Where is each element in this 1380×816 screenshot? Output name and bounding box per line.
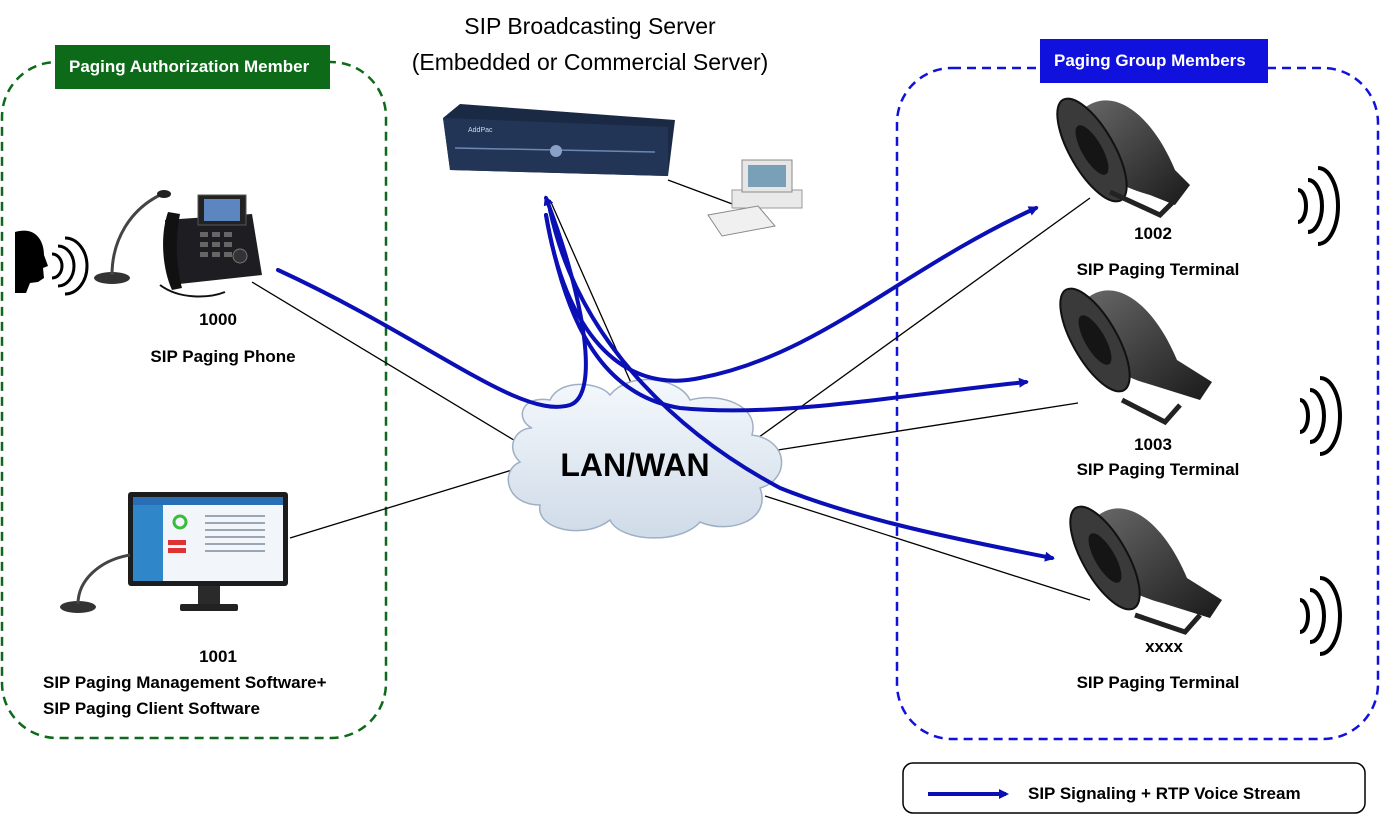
terminal3-name: SIP Paging Terminal (1076, 673, 1240, 692)
pc-connector-line (667, 179, 736, 206)
network-label: LAN/WAN (560, 447, 710, 483)
network-connectors (251, 179, 1091, 601)
terminal2-speaker-icon (1059, 287, 1212, 426)
sound-wave-icon-2 (1299, 376, 1342, 456)
phone-name: SIP Paging Phone (150, 347, 296, 366)
software-number: 1001 (199, 647, 237, 666)
terminal2-number: 1003 (1134, 435, 1172, 454)
software-name-line2: SIP Paging Client Software (43, 699, 260, 718)
speaking-person-icon (15, 230, 89, 296)
paging-group-label: Paging Group Members (1054, 51, 1246, 70)
terminal3-number: xxxx (1145, 637, 1183, 656)
terminal2-name: SIP Paging Terminal (1076, 460, 1240, 479)
terminal2-connector-line (764, 402, 1079, 453)
server-to-terminal1-stream (544, 206, 1039, 383)
paging-group-header: Paging Group Members (1040, 39, 1268, 83)
sound-wave-icon-3 (1299, 576, 1342, 656)
software-connector-line (289, 469, 513, 539)
server-brand-text: AddPac (468, 127, 493, 134)
phone-connector-line (251, 281, 523, 446)
legend (902, 762, 1366, 814)
desktop-pc-icon (707, 159, 803, 237)
lan-wan-cloud (507, 378, 783, 539)
stream-arrows (276, 195, 1055, 562)
server-to-terminal3-stream (548, 208, 1055, 562)
authorization-group-header: Paging Authorization Member (55, 45, 330, 89)
management-pc-icon (60, 492, 288, 613)
server-to-terminal2-stream (544, 213, 1029, 413)
server-title-line1: SIP Broadcasting Server (464, 13, 716, 39)
terminal1-speaker-icon (1056, 97, 1190, 218)
authorization-group-boundary (0, 60, 388, 740)
broadcast-server-icon: AddPac (443, 104, 675, 176)
server-title-line2: (Embedded or Commercial Server) (411, 49, 769, 75)
terminal1-connector-line (754, 197, 1091, 441)
server-title: SIP Broadcasting Server (Embedded or Com… (380, 8, 800, 80)
phone-to-server-stream (276, 195, 588, 409)
phone-number: 1000 (199, 310, 237, 329)
terminal3-connector-line (764, 495, 1091, 601)
terminal3-speaker-icon (1069, 505, 1222, 635)
terminal1-name: SIP Paging Terminal (1076, 260, 1240, 279)
sip-phone-icon (94, 190, 262, 298)
legend-box (902, 762, 1366, 814)
software-name-line1: SIP Paging Management Software+ (43, 673, 327, 692)
sound-wave-icon-1 (1297, 166, 1340, 246)
legend-label: SIP Signaling + RTP Voice Stream (1028, 784, 1301, 803)
authorization-group-label: Paging Authorization Member (69, 57, 310, 76)
terminal1-number: 1002 (1134, 224, 1172, 243)
